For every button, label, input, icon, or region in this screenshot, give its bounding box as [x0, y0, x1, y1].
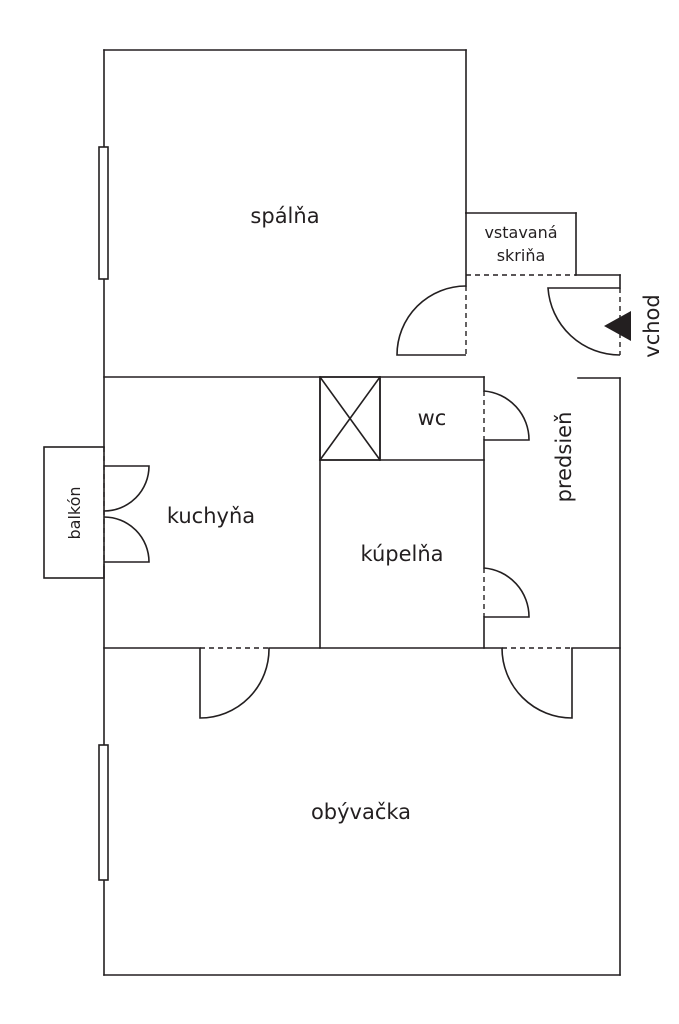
label-hallway: predsieň: [552, 412, 576, 503]
door-entrance: [547, 287, 621, 356]
balcony: [43, 446, 150, 579]
entrance-arrow-icon: [604, 311, 631, 341]
window-bedroom: [98, 146, 109, 280]
door-balcony-upper: [103, 465, 150, 512]
doors: [199, 285, 621, 719]
closet-walls: [465, 212, 577, 276]
label-kitchen: kuchyňa: [167, 504, 255, 528]
door-bedroom: [396, 285, 467, 356]
label-closet-line2: skriňa: [497, 246, 546, 265]
door-living-room-left: [199, 647, 270, 719]
ventilation-shaft: [318, 375, 382, 462]
label-bathroom: kúpelňa: [360, 542, 443, 566]
windows: [98, 146, 109, 881]
window-living-room: [98, 744, 109, 881]
label-bedroom: spálňa: [250, 204, 319, 228]
door-balcony-lower: [103, 516, 150, 563]
door-bathroom: [483, 567, 530, 618]
door-wc: [483, 390, 530, 441]
label-living-room: obývačka: [311, 800, 411, 824]
label-closet-line1: vstavaná: [484, 223, 557, 242]
label-wc: wc: [418, 406, 447, 430]
door-living-room-right: [501, 647, 573, 719]
interior-walls: [103, 212, 621, 649]
label-entrance: vchod: [640, 294, 664, 357]
room-labels: spálňa vstavaná skriňa vchod wc predsieň…: [65, 204, 664, 824]
label-balcony: balkón: [65, 486, 84, 539]
